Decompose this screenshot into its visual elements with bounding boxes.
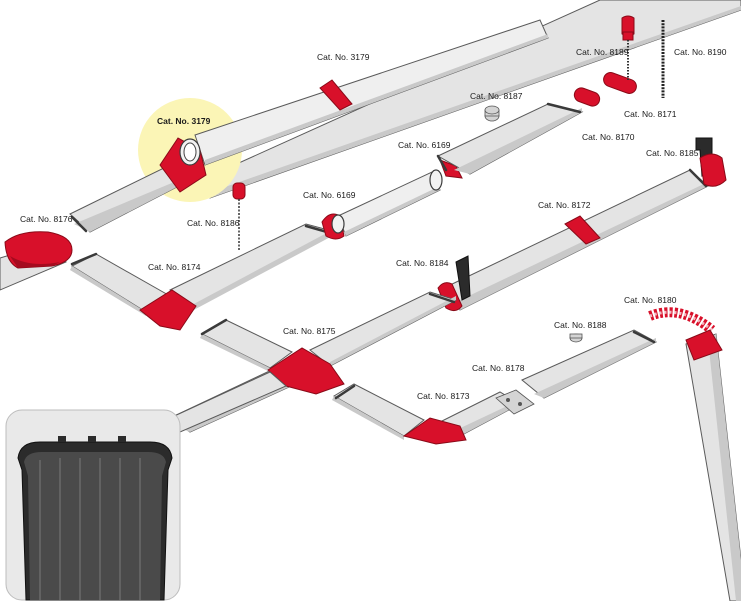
clip-8188	[569, 333, 583, 343]
label-8178: Cat. No. 8178	[472, 363, 525, 373]
wall-bracket-8184	[455, 255, 471, 301]
end-cap-8171	[573, 72, 637, 107]
label-8176: Cat. No. 8176	[20, 214, 73, 224]
label-8174: Cat. No. 8174	[148, 262, 201, 272]
ceiling-hanger-8189	[621, 15, 635, 80]
corner-fitting-8173	[402, 417, 467, 445]
label-3179-highlight: Cat. No. 3179	[157, 116, 211, 126]
tube-6169	[337, 169, 443, 237]
vertical-duct-8180	[685, 329, 741, 601]
duct-8172-section	[447, 168, 709, 311]
corner-fitting-8174	[139, 289, 197, 331]
duct-8170-section	[436, 102, 584, 175]
end-cap-8172-left	[437, 282, 463, 312]
red-coupler-3179	[319, 79, 353, 111]
clamp-6169-top	[439, 159, 463, 179]
label-8172: Cat. No. 8172	[538, 200, 591, 210]
label-8175: Cat. No. 8175	[283, 326, 336, 336]
label-8190: Cat. No. 8190	[674, 47, 727, 57]
label-8186: Cat. No. 8186	[187, 218, 240, 228]
label-6169-b: Cat. No. 6169	[303, 190, 356, 200]
label-8171: Cat. No. 8171	[624, 109, 677, 119]
profile-photo-inset	[5, 409, 181, 601]
label-8187: Cat. No. 8187	[470, 91, 523, 101]
duct-3179-long-top	[188, 0, 741, 199]
duct-3179-lower	[69, 164, 202, 233]
label-8189: Cat. No. 8189	[576, 47, 629, 57]
label-6169-a: Cat. No. 6169	[398, 140, 451, 150]
label-8185: Cat. No. 8185	[646, 148, 699, 158]
label-3179-top: Cat. No. 3179	[317, 52, 370, 62]
label-8173: Cat. No. 8173	[417, 391, 470, 401]
duct-8173-left-arm	[332, 383, 425, 440]
label-8184: Cat. No. 8184	[396, 258, 449, 268]
divider-8178	[495, 389, 535, 415]
red-coupler-8172	[564, 215, 601, 245]
clamp-6169-left	[321, 213, 345, 240]
flex-connector-8180	[648, 307, 716, 334]
duct-8188-section	[521, 329, 658, 399]
label-8180: Cat. No. 8180	[624, 295, 677, 305]
label-8188: Cat. No. 8188	[554, 320, 607, 330]
duct-8175-left-arm	[200, 318, 293, 372]
end-cap-8176	[4, 231, 73, 269]
duct-lower-left-run	[169, 371, 287, 433]
connector-3179-red	[159, 137, 207, 193]
wall-bracket-8185	[695, 137, 727, 187]
label-8170: Cat. No. 8170	[582, 132, 635, 142]
clip-8187	[484, 105, 500, 122]
pendant-hanger-8186	[232, 182, 246, 250]
